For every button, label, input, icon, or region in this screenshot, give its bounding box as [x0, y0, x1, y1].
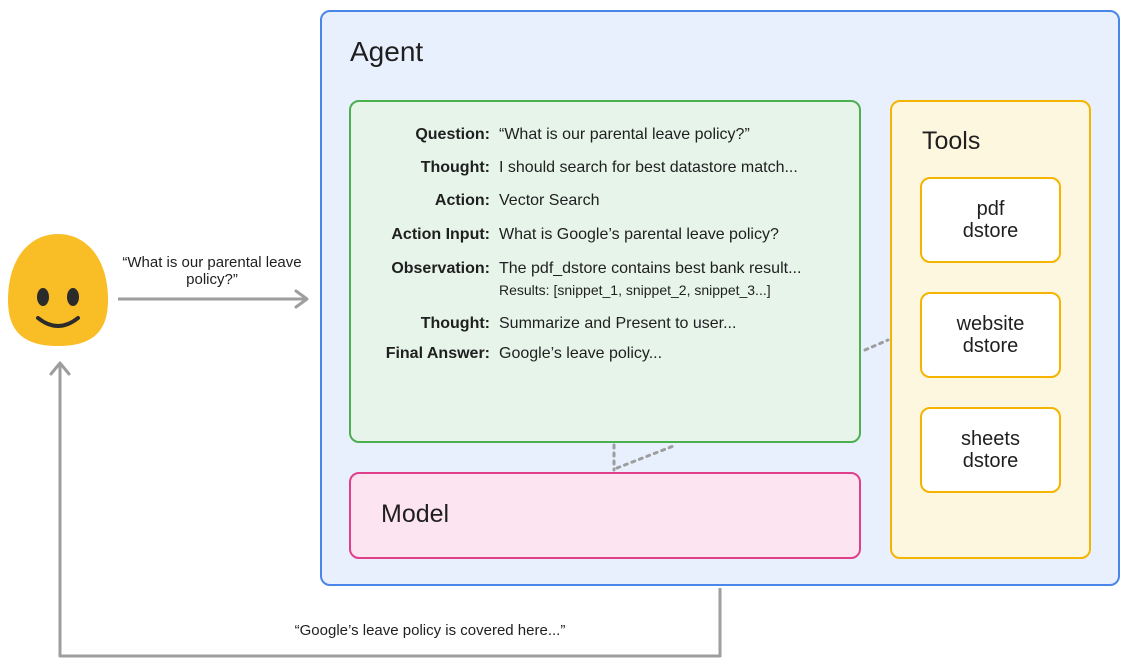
trace-detail: Results: [snippet_1, snippet_2, snippet_… [499, 282, 771, 298]
trace-key: Final Answer: [385, 345, 490, 362]
trace-value: The pdf_dstore contains best bank result… [499, 260, 802, 277]
model-label: Model [381, 500, 450, 528]
trace-key: Observation: [391, 260, 490, 277]
trace-value: I should search for best datastore match… [499, 159, 798, 176]
trace-key: Thought: [420, 159, 490, 176]
trace-tools-connector [863, 338, 890, 352]
trace-value: Vector Search [499, 192, 600, 209]
trace-value: Summarize and Present to user... [499, 315, 737, 332]
tool-label-line1: sheets [961, 428, 1020, 450]
trace-value: Google’s leave policy... [499, 345, 663, 362]
tool-website-dstore: website dstore [920, 292, 1061, 378]
trace-value: What is Google’s parental leave policy? [499, 226, 779, 243]
trace-key: Action Input: [391, 226, 490, 243]
agent-title: Agent [350, 36, 424, 67]
model-box [349, 472, 861, 559]
tool-label-line2: dstore [962, 335, 1019, 357]
trace-key: Question: [415, 126, 490, 143]
trace-model-connector-diagonal [615, 443, 678, 470]
tool-label-line2: dstore [962, 450, 1019, 472]
tool-label-line2: dstore [962, 220, 1019, 242]
reasoning-trace-box [349, 100, 861, 443]
tools-title: Tools [922, 127, 981, 155]
tool-label-line1: website [956, 313, 1025, 335]
smiley-face-icon [8, 234, 108, 346]
tool-pdf-dstore: pdf dstore [920, 177, 1061, 263]
agent-response-text: “Google’s leave policy is covered here..… [294, 622, 566, 639]
tool-sheets-dstore: sheets dstore [920, 407, 1061, 493]
trace-key: Thought: [420, 315, 490, 332]
response-arrow [49, 361, 722, 658]
tool-label-line1: pdf [976, 198, 1005, 220]
trace-key: Action: [434, 192, 490, 209]
user-query-text: “What is our parental leave policy?” [122, 254, 302, 288]
trace-value: “What is our parental leave policy?” [499, 126, 750, 143]
query-arrow [118, 289, 309, 309]
